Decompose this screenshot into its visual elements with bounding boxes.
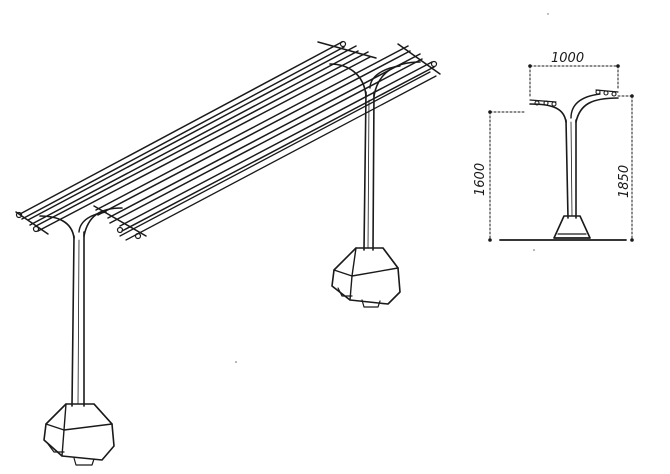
total-height-dimension-label: 1850 — [617, 165, 632, 198]
elevation-post — [529, 89, 619, 219]
post-height-dimension-label: 1600 — [473, 163, 488, 196]
back-base — [331, 247, 401, 308]
width-dimension-label: 1000 — [551, 51, 584, 66]
dimension-lines — [488, 64, 634, 242]
back-post — [329, 61, 421, 251]
elevation-view: 1000 1600 1850 — [473, 51, 634, 242]
perspective-view — [15, 40, 441, 466]
front-post — [39, 207, 123, 407]
elevation-base — [499, 215, 627, 241]
paper-specks — [235, 13, 549, 363]
rails — [15, 40, 441, 241]
front-base — [43, 403, 115, 466]
